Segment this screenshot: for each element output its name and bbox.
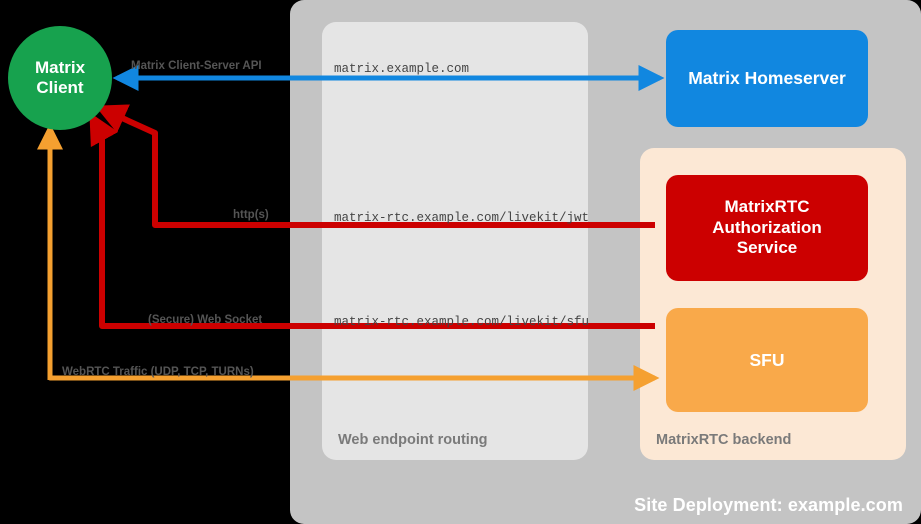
web-endpoint-routing-container: Web endpoint routing [322, 22, 588, 460]
site-deployment-label: Site Deployment: example.com [634, 495, 903, 515]
endpoint-livekit-jwt: matrix-rtc.example.com/livekit/jwt [334, 211, 590, 225]
node-matrix-homeserver-label: Matrix Homeserver [688, 68, 846, 88]
label-https: http(s) [233, 209, 269, 221]
node-auth-line3: Service [736, 238, 798, 258]
node-matrix-homeserver[interactable]: Matrix Homeserver [666, 30, 868, 127]
label-matrix-client-server-api: Matrix Client-Server API [131, 60, 262, 72]
node-matrix-client[interactable]: Matrix Client [8, 26, 112, 130]
label-webrtc-traffic: WebRTC Traffic (UDP, TCP, TURNs) [62, 366, 254, 378]
node-sfu-label: SFU [749, 349, 785, 370]
web-endpoint-routing-label: Web endpoint routing [338, 432, 488, 448]
node-auth-line2: Authorization [712, 217, 822, 237]
node-matrix-client-line2: Client [36, 78, 84, 97]
endpoint-matrix-example-com: matrix.example.com [334, 62, 470, 76]
node-auth-line1: MatrixRTC [724, 197, 810, 217]
node-matrixrtc-authorization-service[interactable]: MatrixRTC Authorization Service [666, 175, 868, 281]
label-secure-websocket: (Secure) Web Socket [148, 314, 263, 326]
matrixrtc-backend-label: MatrixRTC backend [656, 432, 792, 448]
endpoint-livekit-sfu: matrix-rtc.example.com/livekit/sfu [334, 315, 590, 329]
node-matrix-client-line1: Matrix [34, 57, 86, 77]
node-sfu[interactable]: SFU [666, 308, 868, 412]
